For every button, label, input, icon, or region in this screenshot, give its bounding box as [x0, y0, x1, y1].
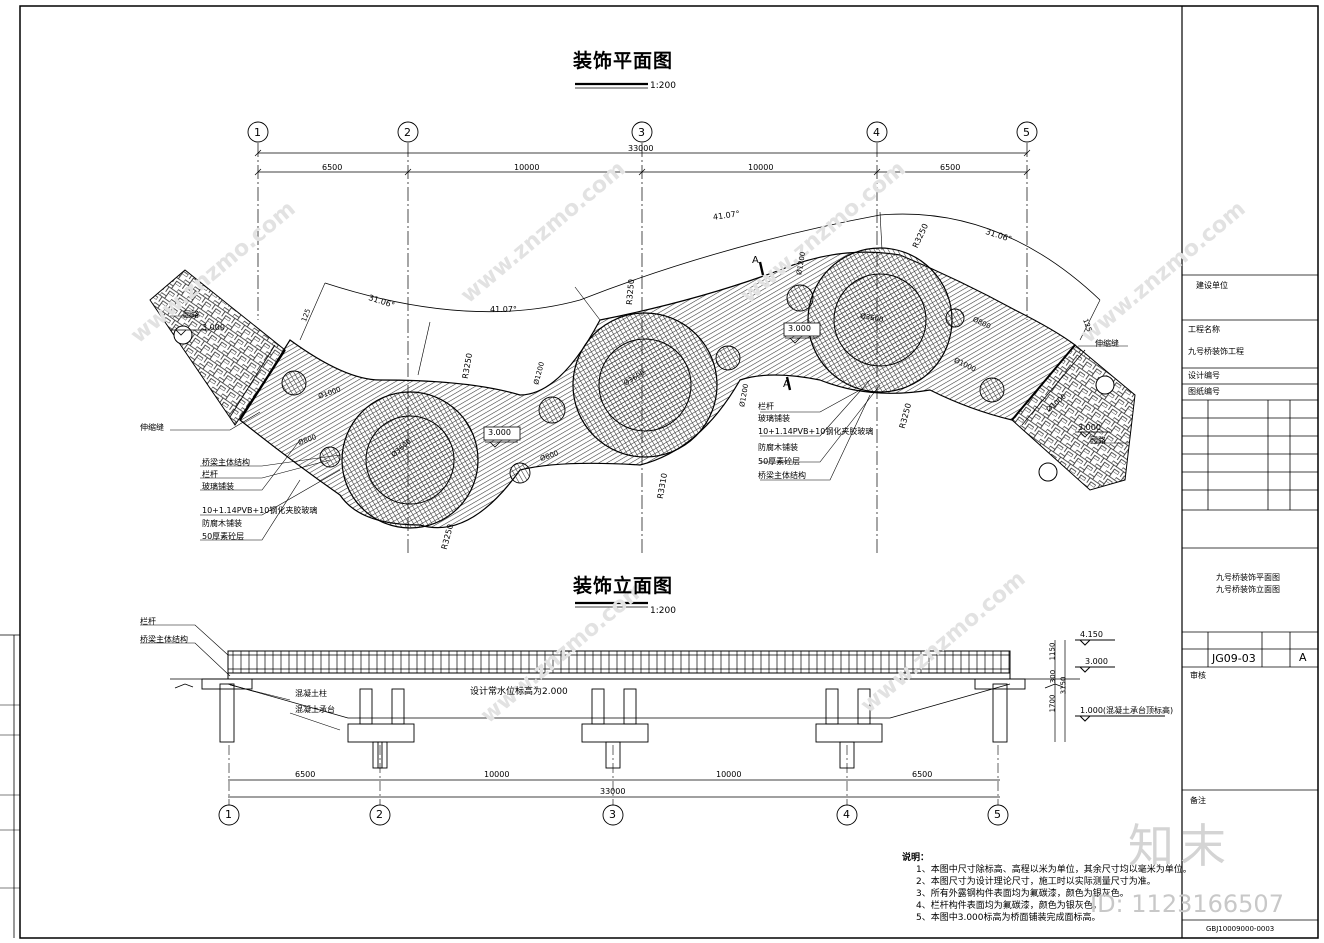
elev-water-level: 设计常水位标高为2.000	[470, 687, 568, 697]
tb-audit: 审核	[1190, 671, 1206, 680]
plan-elev-mid1: 3.000	[488, 428, 511, 437]
elev-axis-5: 5	[994, 808, 1001, 821]
tb-drawing-no: 图纸编号	[1188, 387, 1220, 396]
elev-axis-2: 2	[376, 808, 383, 821]
tb-project-label: 工程名称	[1188, 325, 1220, 334]
note-line-3: 3、所有外露钢构件表面均为氟碳漆，颜色为银灰色。	[916, 889, 1129, 899]
plan-label-concrete: 50厚素砼层	[202, 532, 245, 541]
tb-sheet-name-1: 九号桥装饰平面图	[1216, 573, 1280, 582]
elevation-drawing	[140, 624, 1165, 805]
note-line-1: 1、本图中尺寸除标高、高程以米为单位，其余尺寸均以毫米为单位。	[916, 865, 1192, 875]
elev-axis-1: 1	[225, 808, 232, 821]
plan-angle-2: 41.07°	[490, 305, 517, 314]
elevation-scale: 1:200	[650, 606, 676, 616]
plan-mid-glass-spec: 10+1.14PVB+10钢化夹胶玻璃	[758, 427, 874, 436]
plan-mid-glass: 玻璃铺装	[758, 414, 790, 423]
tb-sheet-name-2: 九号桥装饰立面图	[1216, 585, 1280, 594]
plan-axis-bubbles	[247, 121, 1038, 143]
plan-label-joint-left: 伸缩缝	[140, 423, 164, 432]
plan-label-railing: 栏杆	[202, 470, 218, 479]
plan-axis-1: 1	[254, 126, 261, 139]
elev-label-cap: 混凝土承台	[295, 705, 335, 714]
plan-axis-3: 3	[638, 126, 645, 139]
plan-section-a-top: A	[752, 255, 759, 266]
elev-axis-4: 4	[843, 808, 850, 821]
elev-span-3: 10000	[716, 770, 742, 779]
elev-span-4: 6500	[912, 770, 933, 779]
note-line-4: 4、栏杆构件表面均为氟碳漆，颜色为银灰色。	[916, 901, 1102, 911]
plan-axis-4: 4	[873, 126, 880, 139]
plan-label-road-right: 园路	[1090, 436, 1106, 445]
plan-axis-5: 5	[1023, 126, 1030, 139]
plan-label-joint-right: 伸缩缝	[1095, 339, 1119, 348]
tb-footer: GBJ10009000-0003	[1206, 925, 1275, 933]
elev-level-3000: 3.000	[1085, 657, 1108, 666]
plan-mid-wood: 防腐木铺装	[758, 443, 798, 452]
plan-mid-railing: 栏杆	[758, 402, 774, 411]
elev-axis-3: 3	[609, 808, 616, 821]
plan-label-glass: 玻璃铺装	[202, 482, 234, 491]
plan-span-4: 6500	[940, 163, 961, 172]
plan-elev-right: 3.000	[1078, 423, 1101, 432]
elev-span-1: 6500	[295, 770, 316, 779]
plan-span-3: 10000	[748, 163, 774, 172]
plan-elev-mid2: 3.000	[788, 324, 811, 333]
elev-vdim-300: 300	[1049, 669, 1058, 684]
tb-design-no: 设计编号	[1188, 371, 1220, 380]
brand-watermark: 知末	[1128, 819, 1232, 873]
elev-label-railing: 栏杆	[140, 617, 156, 626]
note-line-5: 5、本图中3.000标高为桥面铺装完成面标高。	[916, 913, 1101, 923]
tb-project: 九号桥装饰工程	[1188, 347, 1244, 356]
plan-span-1: 6500	[322, 163, 343, 172]
bridge-deck	[173, 247, 1115, 529]
plan-label-glass-spec: 10+1.14PVB+10钢化夹胶玻璃	[202, 506, 318, 515]
tb-remark: 备注	[1190, 796, 1206, 805]
plan-scale: 1:200	[650, 81, 676, 91]
tb-client: 建设单位	[1196, 281, 1228, 290]
elev-level-1000: 1.000(混凝土承台顶标高)	[1080, 706, 1174, 715]
tb-version: A	[1299, 651, 1307, 664]
plan-section-a-bottom: A	[783, 379, 790, 390]
notes-heading: 说明：	[902, 853, 930, 863]
elev-level-4150: 4.150	[1080, 630, 1103, 639]
plan-span-2: 10000	[514, 163, 540, 172]
plan-label-wood: 防腐木铺装	[202, 519, 242, 528]
elev-vdim-3150: 3150	[1059, 676, 1068, 695]
elev-vdim-1150: 1150	[1048, 642, 1057, 661]
elev-vdim-1700: 1700	[1048, 694, 1057, 713]
plan-label-structure: 桥梁主体结构	[202, 458, 250, 467]
elev-span-2: 10000	[484, 770, 510, 779]
plan-mid-concrete: 50厚素砼层	[758, 457, 801, 466]
plan-elev-left: 3.000	[202, 323, 225, 332]
plan-axis-2: 2	[404, 126, 411, 139]
elev-label-column: 混凝土柱	[295, 689, 327, 698]
title-block-grid	[1182, 274, 1318, 921]
plan-mid-structure: 桥梁主体结构	[758, 471, 806, 480]
plan-title: 装饰平面图	[573, 50, 674, 72]
plan-total-dim: 33000	[628, 144, 654, 153]
tb-dwg-code: JG09-03	[1212, 652, 1256, 665]
plan-label-road-left: 园路	[183, 310, 199, 319]
elev-label-structure: 桥梁主体结构	[140, 635, 188, 644]
design-notes: 说明： 1、本图中尺寸除标高、高程以米为单位，其余尺寸均以毫米为单位。 2、本图…	[902, 852, 1192, 924]
elevation-title: 装饰立面图	[573, 575, 674, 597]
note-line-2: 2、本图尺寸为设计理论尺寸，施工时以实际测量尺寸为准。	[916, 877, 1156, 887]
id-watermark: ID: 1123166507	[1090, 890, 1284, 918]
elev-total-dim: 33000	[600, 787, 626, 796]
